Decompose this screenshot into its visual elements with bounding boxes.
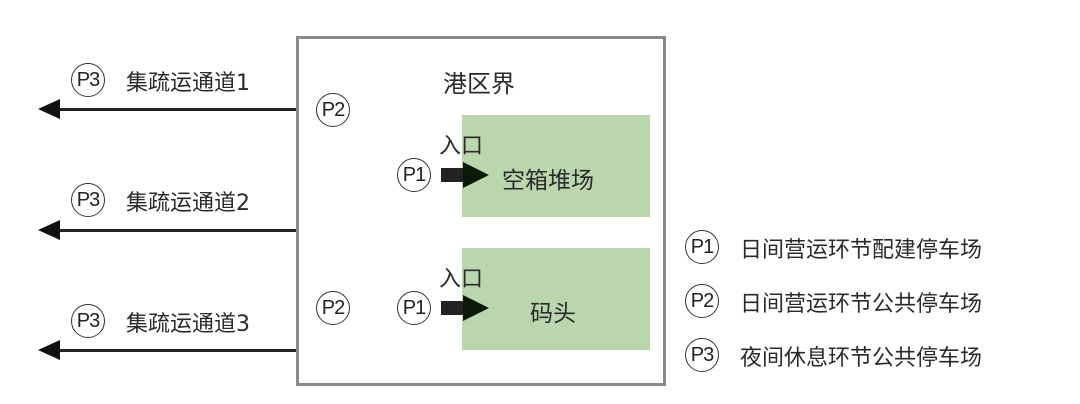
p2-marker-bottom: P2 (316, 291, 350, 325)
channel-2-label: 集疏运通道2 (126, 191, 250, 216)
channel-1-arrow-icon (38, 99, 60, 119)
p3-marker-channel-3: P3 (71, 304, 105, 338)
p3-marker-channel-1: P3 (71, 63, 105, 97)
channel-3-line (55, 349, 296, 352)
entrance-arrow-head-icon (463, 162, 489, 188)
wharf-label: 码头 (530, 301, 576, 327)
p2-marker-top: P2 (316, 93, 350, 127)
legend-p3-marker: P3 (685, 338, 719, 372)
channel-3-label: 集疏运通道3 (126, 312, 250, 337)
legend-p1-text: 日间营运环节配建停车场 (740, 238, 983, 263)
p1-marker-empty-yard: P1 (397, 158, 431, 192)
wharf-entrance-label: 入口 (439, 267, 484, 292)
empty-container-yard-label: 空箱堆场 (502, 168, 594, 194)
legend-p2-text: 日间营运环节公共停车场 (740, 292, 983, 317)
legend-p1-marker: P1 (685, 230, 719, 264)
p3-marker-channel-2: P3 (71, 183, 105, 217)
channel-1-label: 集疏运通道1 (126, 71, 250, 96)
wharf-zone (462, 248, 650, 350)
legend-p3-text: 夜间休息环节公共停车场 (740, 346, 983, 371)
port-boundary-title: 港区界 (443, 70, 515, 98)
entrance-arrow-shaft (441, 168, 465, 182)
channel-2-arrow-icon (38, 220, 60, 240)
entrance-arrow-shaft (441, 301, 465, 315)
channel-2-line (55, 229, 296, 232)
p1-marker-wharf: P1 (397, 291, 431, 325)
entrance-arrow-head-icon (463, 295, 489, 321)
legend-p2-marker: P2 (685, 284, 719, 318)
empty-yard-entrance-label: 入口 (439, 134, 484, 159)
channel-1-line (55, 108, 296, 111)
empty-container-yard-zone (462, 115, 650, 217)
channel-3-arrow-icon (38, 340, 60, 360)
